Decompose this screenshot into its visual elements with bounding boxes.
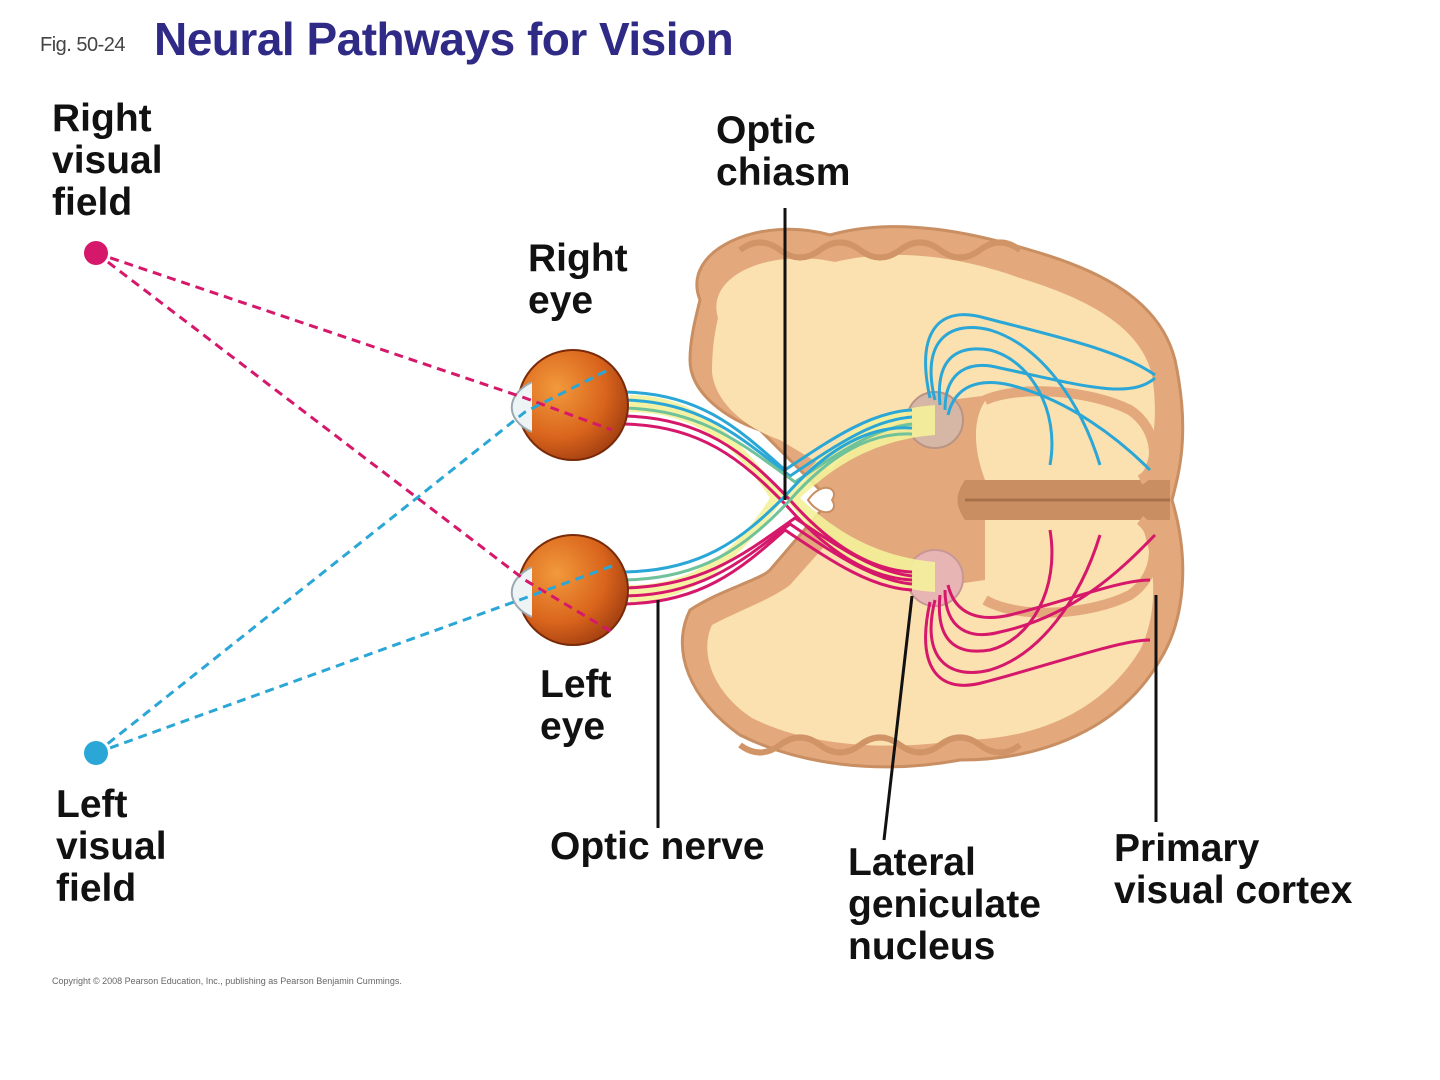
figure-number: Fig. 50-24 xyxy=(40,34,126,56)
brain-inner xyxy=(712,254,1155,480)
optic-radiation-lower xyxy=(924,529,1157,687)
page-title: Neural Pathways for Vision xyxy=(154,13,734,65)
visual-rays xyxy=(95,251,613,755)
right-eye xyxy=(510,349,629,461)
right-visual-field-point xyxy=(84,241,108,265)
label-optic-nerve: Optic nerve xyxy=(550,825,765,868)
left-visual-field-point xyxy=(84,741,108,765)
label-right-eye: Right eye xyxy=(528,237,628,322)
left-eye xyxy=(510,534,629,646)
copyright-notice: Copyright © 2008 Pearson Education, Inc.… xyxy=(52,976,402,986)
label-left-visual-field: Left visual field xyxy=(56,783,167,910)
brain xyxy=(680,225,1185,769)
label-primary-visual-cortex: Primary visual cortex xyxy=(1114,827,1353,912)
label-lateral-geniculate-nucleus: Lateral geniculate nucleus xyxy=(848,841,1041,968)
label-right-visual-field: Right visual field xyxy=(52,97,163,224)
leader-lines xyxy=(656,208,1158,841)
optic-radiation-upper xyxy=(924,313,1156,472)
label-left-eye: Left eye xyxy=(540,663,612,748)
label-optic-chiasm: Optic chiasm xyxy=(716,109,851,194)
